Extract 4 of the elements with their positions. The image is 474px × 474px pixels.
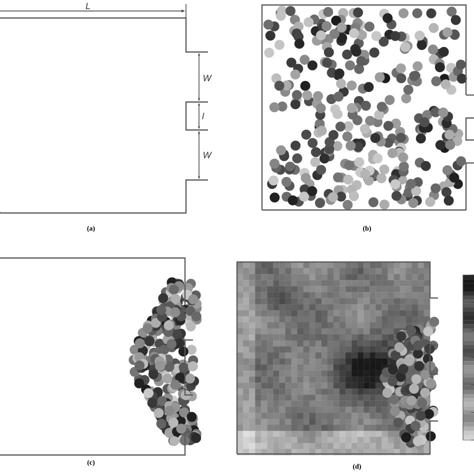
dimension-label: W bbox=[204, 74, 212, 82]
dimension-label: L bbox=[86, 2, 90, 10]
dimension-label: W bbox=[204, 152, 212, 158]
dimension-label: l bbox=[202, 112, 204, 120]
